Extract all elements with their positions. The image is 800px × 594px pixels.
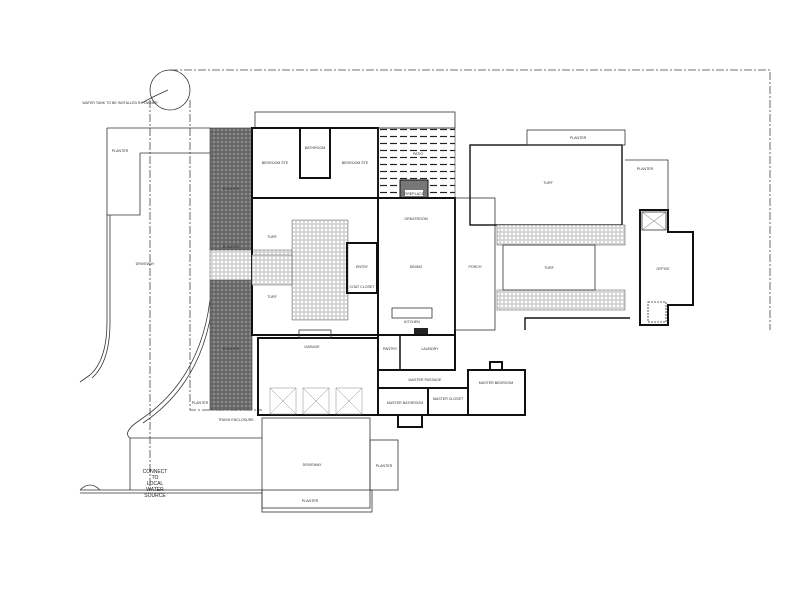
svg-text:WATER: WATER bbox=[146, 487, 164, 493]
planter-right-top bbox=[526, 129, 626, 146]
turf-right-mid bbox=[502, 244, 596, 291]
planter-bottom bbox=[261, 489, 373, 513]
kitchen-island bbox=[391, 307, 433, 319]
turf-right-top bbox=[469, 144, 623, 226]
planter-bottom-right-label: PLANTER bbox=[376, 464, 393, 468]
planter-strip-top-label: PLANTER bbox=[223, 187, 240, 191]
garage-label: GARAGE bbox=[304, 345, 320, 349]
office bbox=[639, 209, 694, 326]
bedroom-ste-1-label: BEDROOM STE bbox=[262, 161, 289, 165]
entry-label: ENTRY bbox=[356, 265, 369, 269]
pantry-label: PANTRY bbox=[383, 347, 398, 351]
right-lower-wall bbox=[524, 317, 630, 330]
turf-right-top-label: TURF bbox=[543, 181, 553, 185]
roof-overhang bbox=[254, 111, 456, 129]
turf-right-mid-label: TURF bbox=[544, 266, 554, 270]
water-source-area bbox=[79, 437, 262, 494]
left-planter-outline bbox=[106, 127, 210, 216]
office-label: OFFICE bbox=[656, 267, 670, 271]
master-closet-label: MASTER CLOSET bbox=[433, 397, 464, 401]
bathroom-label: BATHROOM bbox=[305, 146, 326, 150]
planter-right-side bbox=[625, 159, 669, 210]
pergola-label: PATIO bbox=[413, 152, 423, 156]
driveway-left-edge bbox=[79, 215, 108, 383]
planter-right-side-label: PLANTER bbox=[637, 167, 654, 171]
planter-strip-top bbox=[209, 127, 253, 251]
kitchen-label: KITCHEN bbox=[404, 320, 420, 324]
planter-bottom-right bbox=[369, 439, 399, 491]
porch bbox=[454, 197, 496, 331]
svg-text:LOCAL: LOCAL bbox=[147, 481, 164, 487]
driveway-left-label: DRIVEWAY bbox=[136, 262, 155, 266]
master-bedroom-label: MASTER BEDROOM bbox=[479, 381, 514, 385]
driveway-curve bbox=[127, 299, 211, 439]
planter-left-label: PLANTER bbox=[112, 149, 129, 153]
bathroom-core bbox=[299, 127, 331, 179]
stone-band-bottom bbox=[496, 289, 626, 311]
planter-side-label: PLANTER bbox=[192, 401, 209, 405]
garage bbox=[257, 337, 379, 416]
master-bedroom bbox=[467, 369, 526, 416]
driveway-bottom-label: DRIVEWAY bbox=[303, 463, 322, 467]
svg-text:SOURCE: SOURCE bbox=[144, 493, 166, 499]
water-tank-circle bbox=[149, 69, 191, 111]
svg-text:CONNECT: CONNECT bbox=[143, 469, 168, 475]
pantry-laundry bbox=[377, 334, 456, 371]
planter-right-top-label: PLANTER bbox=[570, 136, 587, 140]
planter-strip-mid-label: PLANTER bbox=[223, 245, 240, 249]
porch-label: PORCH bbox=[469, 265, 482, 269]
master-tub-bump bbox=[397, 414, 423, 428]
garage-doors bbox=[269, 387, 363, 415]
greatroom-label: GREATROOM bbox=[404, 217, 427, 221]
stone-band-top bbox=[496, 224, 626, 246]
laundry-label: LAUNDRY bbox=[421, 347, 439, 351]
dining-label: DINING bbox=[410, 265, 423, 269]
courtyard-stone bbox=[291, 219, 349, 321]
planter-strip-bottom-label: PLANTER bbox=[223, 347, 240, 351]
trash-enclosure-label: TRASH ENCLOSURE bbox=[218, 418, 254, 422]
master-passage-label: MASTER PASSAGE bbox=[409, 378, 442, 382]
connect-water-source-label: CONNECT TO LOCAL WATER SOURCE bbox=[143, 469, 168, 499]
coat-closet-label: COAT CLOSET bbox=[349, 285, 375, 289]
turf-left-top-label: TURF bbox=[267, 235, 277, 239]
planter-bottom-label: PLANTER bbox=[302, 499, 319, 503]
bedroom-ste-2-label: BEDROOM STE bbox=[342, 161, 369, 165]
fireplace-label: FIREPLACE bbox=[404, 192, 425, 196]
turf-left-bottom-label: TURF bbox=[267, 295, 277, 299]
planter-strip-bottom bbox=[209, 279, 253, 411]
water-tank-label: WATER TANK TO BE INSTALLED BY OWNER bbox=[82, 101, 158, 105]
svg-text:TO: TO bbox=[152, 475, 159, 481]
master-closet bbox=[427, 387, 469, 416]
master-bathroom-label: MASTER BATHROOM bbox=[387, 401, 423, 405]
